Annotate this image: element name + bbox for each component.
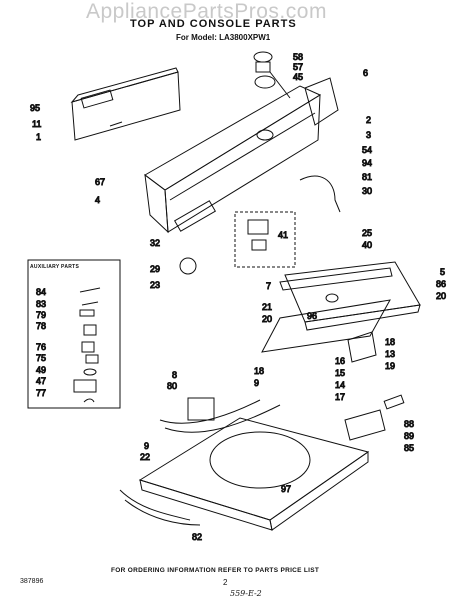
callout-82: 82 — [192, 532, 202, 542]
callout-22: 22 — [140, 452, 150, 462]
callout-7: 7 — [266, 281, 271, 291]
callout-58: 58 — [293, 52, 303, 62]
aux-callout-77: 77 — [36, 388, 46, 398]
callout-81: 81 — [362, 172, 372, 182]
callout-9-left: 9 — [144, 441, 149, 451]
model-label: For Model: LA3800XPW1 — [176, 33, 271, 42]
handwritten-note: 559-E-2 — [230, 589, 262, 598]
callout-2: 2 — [366, 115, 371, 125]
document-number: 387896 — [20, 578, 44, 585]
callout-96: 96 — [307, 311, 317, 321]
callout-14: 14 — [335, 380, 345, 390]
callout-29: 29 — [150, 264, 160, 274]
aux-callout-83: 83 — [36, 299, 46, 309]
control-panel — [70, 67, 181, 141]
timer-knob — [253, 51, 291, 99]
callout-85: 85 — [404, 443, 414, 453]
diagram-title: TOP AND CONSOLE PARTS — [130, 18, 297, 30]
aux-callout-79: 79 — [36, 310, 46, 320]
watermark: AppliancePartsPros.com — [86, 0, 327, 23]
callout-9-mid: 9 — [254, 378, 259, 388]
bracket-88 — [344, 394, 405, 441]
callout-30: 30 — [362, 186, 372, 196]
aux-callout-49: 49 — [36, 365, 46, 375]
callout-1: 1 — [36, 132, 41, 142]
callout-32: 32 — [150, 238, 160, 248]
washer-lid — [279, 261, 421, 331]
aux-callout-76: 76 — [36, 342, 46, 352]
aux-callout-78: 78 — [36, 321, 46, 331]
aux-callout-47: 47 — [36, 376, 46, 386]
callout-40: 40 — [362, 240, 372, 250]
callout-13: 13 — [385, 349, 395, 359]
callout-97: 97 — [281, 484, 291, 494]
callout-18-mid: 18 — [254, 366, 264, 376]
aux-part-icons — [73, 287, 101, 403]
callout-80: 80 — [167, 381, 177, 391]
wire-81 — [299, 175, 341, 213]
callout-94: 94 — [362, 158, 372, 168]
wire-harness-82 — [119, 489, 201, 526]
switch-assembly — [234, 211, 296, 268]
console-end-cap — [304, 77, 339, 126]
callout-67: 67 — [95, 177, 105, 187]
callout-54: 54 — [362, 145, 372, 155]
callout-11: 11 — [32, 119, 41, 129]
auxiliary-parts-box — [27, 259, 121, 409]
callout-8: 8 — [172, 370, 177, 380]
auxiliary-parts-title: AUXILIARY PARTS — [30, 264, 80, 270]
callout-16: 16 — [335, 356, 345, 366]
ordering-note: FOR ORDERING INFORMATION REFER TO PARTS … — [111, 567, 320, 574]
aux-callout-84: 84 — [36, 287, 46, 297]
callout-5: 5 — [440, 267, 445, 277]
callout-4: 4 — [95, 195, 100, 205]
callout-17: 17 — [335, 392, 345, 402]
callout-57: 57 — [293, 62, 303, 72]
callout-95: 95 — [30, 103, 40, 113]
callout-89: 89 — [404, 431, 414, 441]
callout-88: 88 — [404, 419, 414, 429]
callout-15: 15 — [335, 368, 345, 378]
knob-29 — [179, 257, 197, 275]
aux-callout-75: 75 — [36, 353, 46, 363]
callout-20-frame: 20 — [262, 314, 272, 324]
callout-86: 86 — [436, 279, 446, 289]
console — [144, 85, 322, 234]
lid-switch — [347, 331, 377, 363]
callout-20-lid: 20 — [436, 291, 446, 301]
callout-3: 3 — [366, 130, 371, 140]
callout-45: 45 — [293, 72, 303, 82]
callout-23: 23 — [150, 280, 160, 290]
callout-25: 25 — [362, 228, 372, 238]
callout-18-lid: 18 — [385, 337, 395, 347]
lid-frame — [261, 299, 391, 353]
page-number: 2 — [223, 578, 228, 587]
top-cabinet — [138, 417, 370, 531]
callout-19-lid: 19 — [385, 361, 395, 371]
callout-41: 41 — [278, 230, 288, 240]
callout-21: 21 — [262, 302, 272, 312]
callout-6: 6 — [363, 68, 368, 78]
wire-harness-80 — [159, 397, 281, 433]
